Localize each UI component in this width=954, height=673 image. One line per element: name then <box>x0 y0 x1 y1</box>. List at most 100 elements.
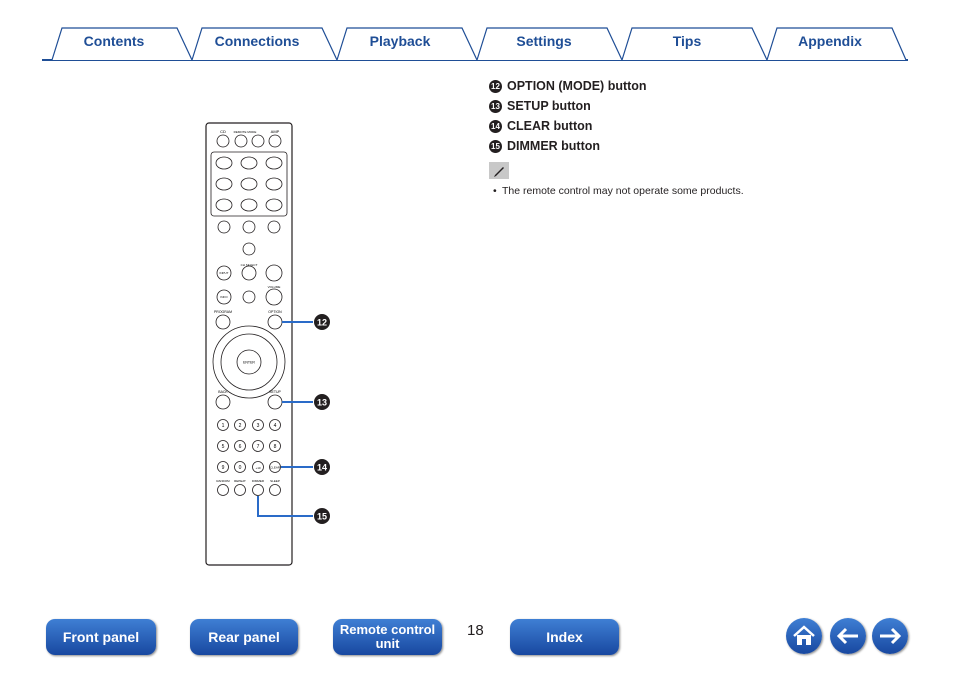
item-label: SETUP button <box>507 99 591 113</box>
item-number: 15 <box>489 139 502 153</box>
random-button[interactable] <box>217 484 229 496</box>
tab-appendix[interactable]: Appendix <box>798 33 862 49</box>
option-button[interactable] <box>267 314 283 330</box>
back-label: BACK <box>218 390 228 394</box>
source-button[interactable] <box>265 198 283 212</box>
number-key[interactable] <box>252 419 264 431</box>
key-1: 1 <box>222 423 225 429</box>
list-item: 13 SETUP button <box>489 96 909 116</box>
amp-mode-button[interactable] <box>251 134 265 148</box>
volume-up-button[interactable] <box>265 264 283 282</box>
clear-button[interactable] <box>269 461 281 473</box>
cd-mode-button[interactable] <box>234 134 248 148</box>
label-cd: CD <box>220 129 226 134</box>
item-label: CLEAR button <box>507 119 593 133</box>
fast-forward-button[interactable] <box>267 220 281 234</box>
program-button[interactable] <box>215 314 231 330</box>
repeat-label: REPEAT <box>234 479 246 483</box>
number-key[interactable] <box>252 461 264 473</box>
source-button[interactable] <box>240 156 258 170</box>
callout-num-12: 12 <box>317 318 327 328</box>
callout-num-14: 14 <box>317 463 327 473</box>
list-item: 12 OPTION (MODE) button <box>489 76 909 96</box>
dimmer-button[interactable] <box>252 484 264 496</box>
button-description-list: 12 OPTION (MODE) button 13 SETUP button … <box>489 76 909 156</box>
sleep-label: SLEEP <box>270 479 280 483</box>
number-key[interactable] <box>217 419 229 431</box>
forward-button-nav[interactable] <box>872 618 908 654</box>
info-button[interactable] <box>216 289 232 305</box>
back-button[interactable] <box>215 394 231 410</box>
number-key[interactable] <box>234 461 246 473</box>
tab-contents[interactable]: Contents <box>83 33 145 49</box>
source-button[interactable] <box>215 156 233 170</box>
front-panel-button[interactable]: Front panel <box>46 619 156 655</box>
index-button[interactable]: Index <box>510 619 619 655</box>
key-7: 7 <box>257 444 260 450</box>
home-button[interactable] <box>786 618 822 654</box>
mute-button[interactable] <box>242 290 256 304</box>
callout-badge-14 <box>314 459 330 475</box>
callout-num-15: 15 <box>317 512 327 522</box>
rewind-button[interactable] <box>217 220 231 234</box>
source-button[interactable] <box>265 177 283 191</box>
top-tab-bar: Contents Connections Playback Settings T… <box>42 26 908 62</box>
key-2: 2 <box>239 423 242 429</box>
cd-power-button[interactable] <box>216 134 230 148</box>
number-key[interactable] <box>217 461 229 473</box>
callout-badge-15 <box>314 508 330 524</box>
number-key[interactable] <box>269 440 281 452</box>
key-9: 9 <box>222 465 225 471</box>
ch-select-label: CH SELECT <box>241 263 258 267</box>
source-button[interactable] <box>240 198 258 212</box>
repeat-button[interactable] <box>234 484 246 496</box>
sleep-button[interactable] <box>269 484 281 496</box>
tab-settings[interactable]: Settings <box>516 33 572 49</box>
random-label: RANDOM <box>216 479 230 483</box>
remote-control-unit-button[interactable]: Remote control unit <box>333 619 442 655</box>
input-button[interactable] <box>216 265 232 281</box>
key-6: 6 <box>239 444 242 450</box>
number-key[interactable] <box>269 419 281 431</box>
info-label: INFO <box>220 295 228 299</box>
list-item: 14 CLEAR button <box>489 116 909 136</box>
item-label: OPTION (MODE) button <box>507 79 647 93</box>
callout-num-13: 13 <box>317 398 327 408</box>
source-button[interactable] <box>240 177 258 191</box>
setup-button[interactable] <box>267 394 283 410</box>
back-button-nav[interactable] <box>830 618 866 654</box>
pencil-note-icon <box>489 162 509 179</box>
input-label: INPUT <box>220 271 229 275</box>
volume-down-button[interactable] <box>265 288 283 306</box>
number-key[interactable] <box>217 440 229 452</box>
enter-label: ENTER <box>243 361 255 365</box>
tab-connections[interactable]: Connections <box>214 33 300 49</box>
option-label: OPTION <box>268 310 282 314</box>
source-button[interactable] <box>215 198 233 212</box>
enter-button[interactable] <box>236 349 262 375</box>
rear-panel-button[interactable]: Rear panel <box>190 619 298 655</box>
source-button[interactable] <box>265 156 283 170</box>
list-item: 15 DIMMER button <box>489 136 909 156</box>
item-number: 12 <box>489 79 502 93</box>
page-number: 18 <box>467 622 484 639</box>
key-8: 8 <box>274 444 277 450</box>
number-key[interactable] <box>252 440 264 452</box>
stop-button[interactable] <box>242 242 256 256</box>
note-text: •The remote control may not operate some… <box>493 185 744 197</box>
remote-control-illustration: CD REMOTE MODE AMP ENTER CH SEL <box>205 122 330 566</box>
ch-select-button[interactable] <box>241 265 257 281</box>
amp-power-button[interactable] <box>268 134 282 148</box>
number-key[interactable] <box>234 419 246 431</box>
tab-playback[interactable]: Playback <box>369 33 431 49</box>
number-key[interactable] <box>234 440 246 452</box>
key-3: 3 <box>257 423 260 429</box>
callout-badge-12 <box>314 314 330 330</box>
source-button[interactable] <box>215 177 233 191</box>
item-label: DIMMER button <box>507 139 601 153</box>
tab-tips[interactable]: Tips <box>672 33 702 49</box>
key-4: 4 <box>274 423 277 429</box>
play-pause-button[interactable] <box>242 220 256 234</box>
item-number: 14 <box>489 119 502 133</box>
home-icon <box>793 625 815 645</box>
